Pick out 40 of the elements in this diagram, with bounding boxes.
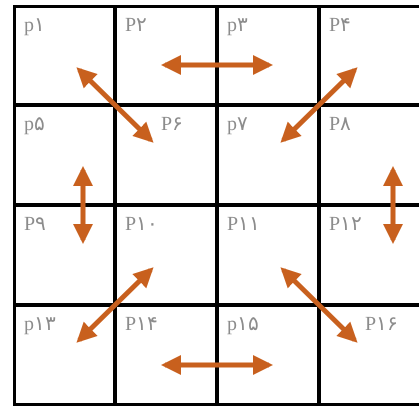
cell-label: P۱۶ — [365, 312, 398, 336]
double-arrow — [73, 166, 93, 244]
grid-cell — [13, 5, 116, 106]
cell-label: P۱۲ — [329, 212, 362, 236]
grid-cell — [216, 104, 320, 206]
cell-label: p۱۳ — [24, 312, 56, 336]
grid-cell — [13, 204, 116, 306]
double-arrow — [383, 166, 403, 244]
grid-cell — [13, 304, 116, 406]
grid-cell — [318, 304, 419, 406]
grid-cell — [318, 204, 419, 306]
double-arrow — [161, 55, 273, 75]
cell-label: P۹ — [24, 212, 46, 236]
cell-label: P۸ — [329, 112, 352, 136]
grid-cell — [318, 5, 419, 106]
grid-cell — [13, 104, 116, 206]
double-arrow — [161, 355, 273, 375]
cell-label: P۱۱ — [227, 212, 260, 236]
double-arrow — [280, 267, 358, 343]
cell-label: p۱ — [24, 13, 45, 37]
cell-label: p۳ — [227, 13, 248, 37]
grid-cell — [114, 5, 218, 106]
cell-label: p۵ — [24, 112, 45, 136]
cell-label: P۱۰ — [125, 212, 158, 236]
double-arrow — [76, 67, 154, 143]
grid-cell — [114, 104, 218, 206]
cell-label: p۱۵ — [227, 312, 259, 336]
double-arrow — [280, 67, 358, 143]
grid-cell — [114, 204, 218, 306]
grid-cell — [216, 204, 320, 306]
cell-label: P۱۴ — [125, 312, 158, 336]
cell-label: P۴ — [329, 13, 352, 37]
double-arrow — [76, 267, 154, 343]
cell-label: P۲ — [125, 13, 148, 37]
cell-label: P۶ — [161, 112, 184, 136]
grid-cell — [318, 104, 419, 206]
grid-cell — [114, 304, 218, 406]
grid-cell — [216, 5, 320, 106]
grid-cell — [216, 304, 320, 406]
cell-label: p۷ — [227, 112, 248, 136]
